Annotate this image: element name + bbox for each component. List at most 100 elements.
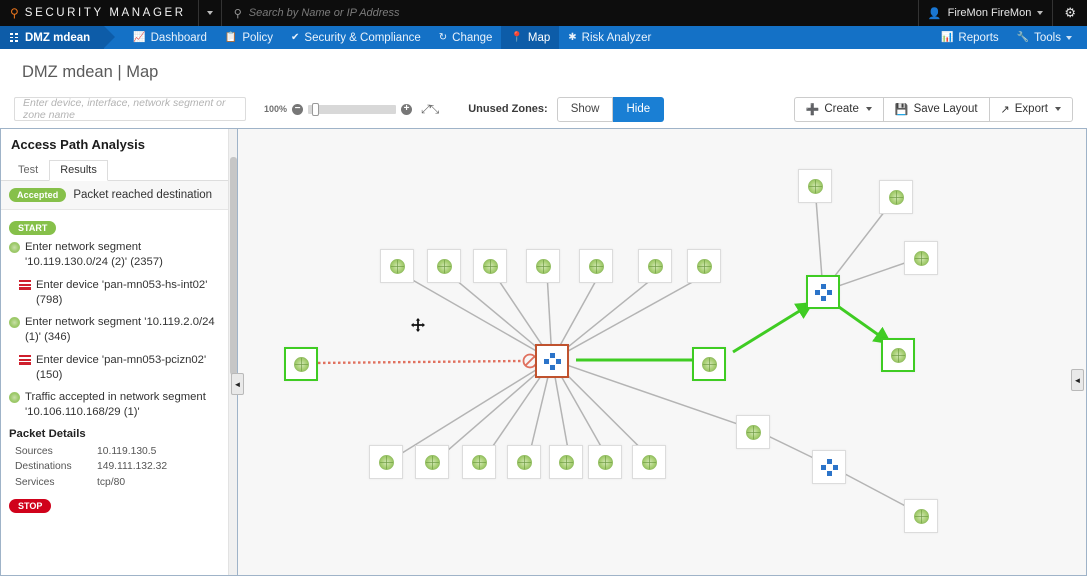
nav-item-security-compliance[interactable]: ✔ Security & Compliance bbox=[282, 26, 430, 49]
zoom-slider-handle[interactable] bbox=[312, 102, 320, 116]
user-icon: 👤 bbox=[927, 7, 942, 20]
nav-item-change[interactable]: ↻ Change bbox=[430, 26, 502, 49]
gear-icon[interactable]: ⚙ bbox=[1064, 5, 1076, 20]
global-search-input[interactable]: Search by Name or IP Address bbox=[248, 7, 400, 19]
map-network-segment-node[interactable] bbox=[427, 249, 461, 283]
map-network-segment-node[interactable] bbox=[579, 249, 613, 283]
map-network-segment-node[interactable] bbox=[369, 445, 403, 479]
map-network-segment-node[interactable] bbox=[507, 445, 541, 479]
app-brand[interactable]: ⚲ SECURITY MANAGER bbox=[0, 0, 198, 26]
list-item[interactable]: Traffic accepted in network segment '10.… bbox=[9, 390, 227, 421]
create-button-label: Create bbox=[824, 103, 859, 115]
floppy-icon: 💾 bbox=[894, 103, 909, 116]
brand-dropdown-button[interactable] bbox=[197, 0, 222, 26]
map-actions: ➕ Create 💾 Save Layout ↗ Export bbox=[793, 96, 1073, 122]
map-network-segment-node[interactable] bbox=[638, 249, 672, 283]
table-row: Sources 10.119.130.5 bbox=[9, 444, 227, 460]
network-segment-icon bbox=[482, 258, 498, 274]
map-collapse-handle[interactable]: ◄ bbox=[1071, 369, 1084, 391]
show-button[interactable]: Show bbox=[556, 96, 614, 122]
map-device-node[interactable] bbox=[535, 344, 569, 378]
main-navbar: DMZ mdean 📈 Dashboard 📋 Policy ✔ Securit… bbox=[0, 26, 1087, 49]
device-icon bbox=[543, 352, 561, 370]
global-topbar: ⚲ SECURITY MANAGER ⚲ Search by Name or I… bbox=[0, 0, 1087, 26]
tab-results[interactable]: Results bbox=[49, 160, 108, 181]
nav-item-dashboard[interactable]: 📈 Dashboard bbox=[124, 26, 216, 49]
map-toolbar: Enter device, interface, network segment… bbox=[0, 92, 1087, 126]
nav-item-label: Map bbox=[527, 31, 551, 44]
map-network-segment-node[interactable] bbox=[380, 249, 414, 283]
network-segment-icon bbox=[378, 454, 394, 470]
map-network-segment-node[interactable] bbox=[687, 249, 721, 283]
chevron-down-icon bbox=[1037, 11, 1044, 15]
nav-item-tools[interactable]: 🔧 Tools bbox=[1008, 26, 1081, 49]
hide-button[interactable]: Hide bbox=[613, 96, 665, 122]
packet-detail-value: 10.119.130.5 bbox=[97, 445, 157, 457]
nav-item-reports[interactable]: 📊 Reports bbox=[932, 26, 1008, 49]
map-network-segment-node[interactable] bbox=[904, 241, 938, 275]
list-item[interactable]: Enter device 'pan-mn053-pcizn02' (150) bbox=[9, 353, 227, 384]
zoom-slider[interactable] bbox=[308, 102, 397, 116]
list-item[interactable]: Enter device 'pan-mn053-hs-int02' (798) bbox=[9, 278, 227, 309]
network-segment-icon bbox=[696, 258, 712, 274]
chevron-down-icon bbox=[865, 107, 872, 111]
fit-screen-icon[interactable]: ⤢⤡ bbox=[421, 101, 439, 116]
sidebar-scrollbar-thumb[interactable] bbox=[230, 157, 237, 375]
map-network-segment-node[interactable] bbox=[798, 169, 832, 203]
panel-title: Access Path Analysis bbox=[11, 137, 145, 152]
panel-tabs: Test Results bbox=[1, 159, 237, 181]
move-cursor-icon bbox=[411, 318, 425, 332]
nav-item-risk-analyzer[interactable]: ✱ Risk Analyzer bbox=[559, 26, 660, 49]
user-menu[interactable]: 👤 FireMon FireMon bbox=[917, 0, 1054, 26]
list-item[interactable]: Enter network segment '10.119.2.0/24 (1)… bbox=[9, 315, 227, 346]
map-network-segment-node[interactable] bbox=[549, 445, 583, 479]
nav-item-label: Risk Analyzer bbox=[581, 31, 652, 44]
nav-context-dmz-mdean[interactable]: DMZ mdean bbox=[0, 26, 116, 49]
export-button[interactable]: ↗ Export bbox=[988, 96, 1073, 122]
map-network-segment-node[interactable] bbox=[879, 180, 913, 214]
network-segment-icon bbox=[9, 392, 20, 403]
network-segment-icon bbox=[641, 454, 657, 470]
clipboard-icon: 📋 bbox=[224, 32, 238, 43]
user-name-label: FireMon FireMon bbox=[947, 7, 1032, 19]
nav-items: 📈 Dashboard 📋 Policy ✔ Security & Compli… bbox=[124, 26, 660, 49]
sidebar-scrollbar[interactable] bbox=[228, 129, 237, 575]
list-item[interactable]: Enter network segment '10.119.130.0/24 (… bbox=[9, 240, 227, 271]
network-map-svg[interactable] bbox=[238, 129, 1086, 575]
network-segment-icon bbox=[293, 356, 309, 372]
create-button[interactable]: ➕ Create bbox=[793, 96, 883, 122]
map-device-node[interactable] bbox=[806, 275, 840, 309]
nav-item-map[interactable]: 📍 Map bbox=[501, 26, 560, 49]
map-network-segment-node[interactable] bbox=[632, 445, 666, 479]
sidebar-collapse-handle[interactable]: ◄ bbox=[231, 373, 244, 395]
save-layout-button[interactable]: 💾 Save Layout bbox=[882, 96, 989, 122]
device-icon bbox=[19, 354, 31, 365]
global-search[interactable]: ⚲ Search by Name or IP Address bbox=[222, 7, 918, 20]
map-network-segment-node[interactable] bbox=[904, 499, 938, 533]
map-network-segment-node[interactable] bbox=[881, 338, 915, 372]
export-icon: ↗ bbox=[1000, 103, 1010, 116]
map-network-segment-node[interactable] bbox=[692, 347, 726, 381]
nav-item-label: Tools bbox=[1034, 31, 1061, 44]
nav-item-label: Change bbox=[452, 31, 493, 44]
plus-circle-icon[interactable]: + bbox=[401, 103, 413, 115]
map-network-segment-node[interactable] bbox=[526, 249, 560, 283]
packet-detail-key: Services bbox=[15, 477, 55, 489]
map-network-segment-node[interactable] bbox=[462, 445, 496, 479]
nav-item-policy[interactable]: 📋 Policy bbox=[216, 26, 282, 49]
map-network-segment-node[interactable] bbox=[588, 445, 622, 479]
map-device-node[interactable] bbox=[812, 450, 846, 484]
map-network-segment-node[interactable] bbox=[473, 249, 507, 283]
unused-zones-control: Unused Zones: Show Hide bbox=[468, 96, 665, 122]
minus-circle-icon[interactable]: − bbox=[292, 103, 304, 115]
map-network-segment-node[interactable] bbox=[415, 445, 449, 479]
map-network-segment-node[interactable] bbox=[284, 347, 318, 381]
network-segment-icon bbox=[913, 250, 929, 266]
allowed-path bbox=[576, 301, 892, 369]
network-map-canvas[interactable]: ◄ bbox=[238, 128, 1087, 576]
tab-test[interactable]: Test bbox=[18, 164, 39, 176]
network-segment-icon bbox=[535, 258, 551, 274]
map-network-segment-node[interactable] bbox=[736, 415, 770, 449]
network-segment-icon bbox=[913, 508, 929, 524]
map-search-input[interactable]: Enter device, interface, network segment… bbox=[14, 97, 246, 121]
